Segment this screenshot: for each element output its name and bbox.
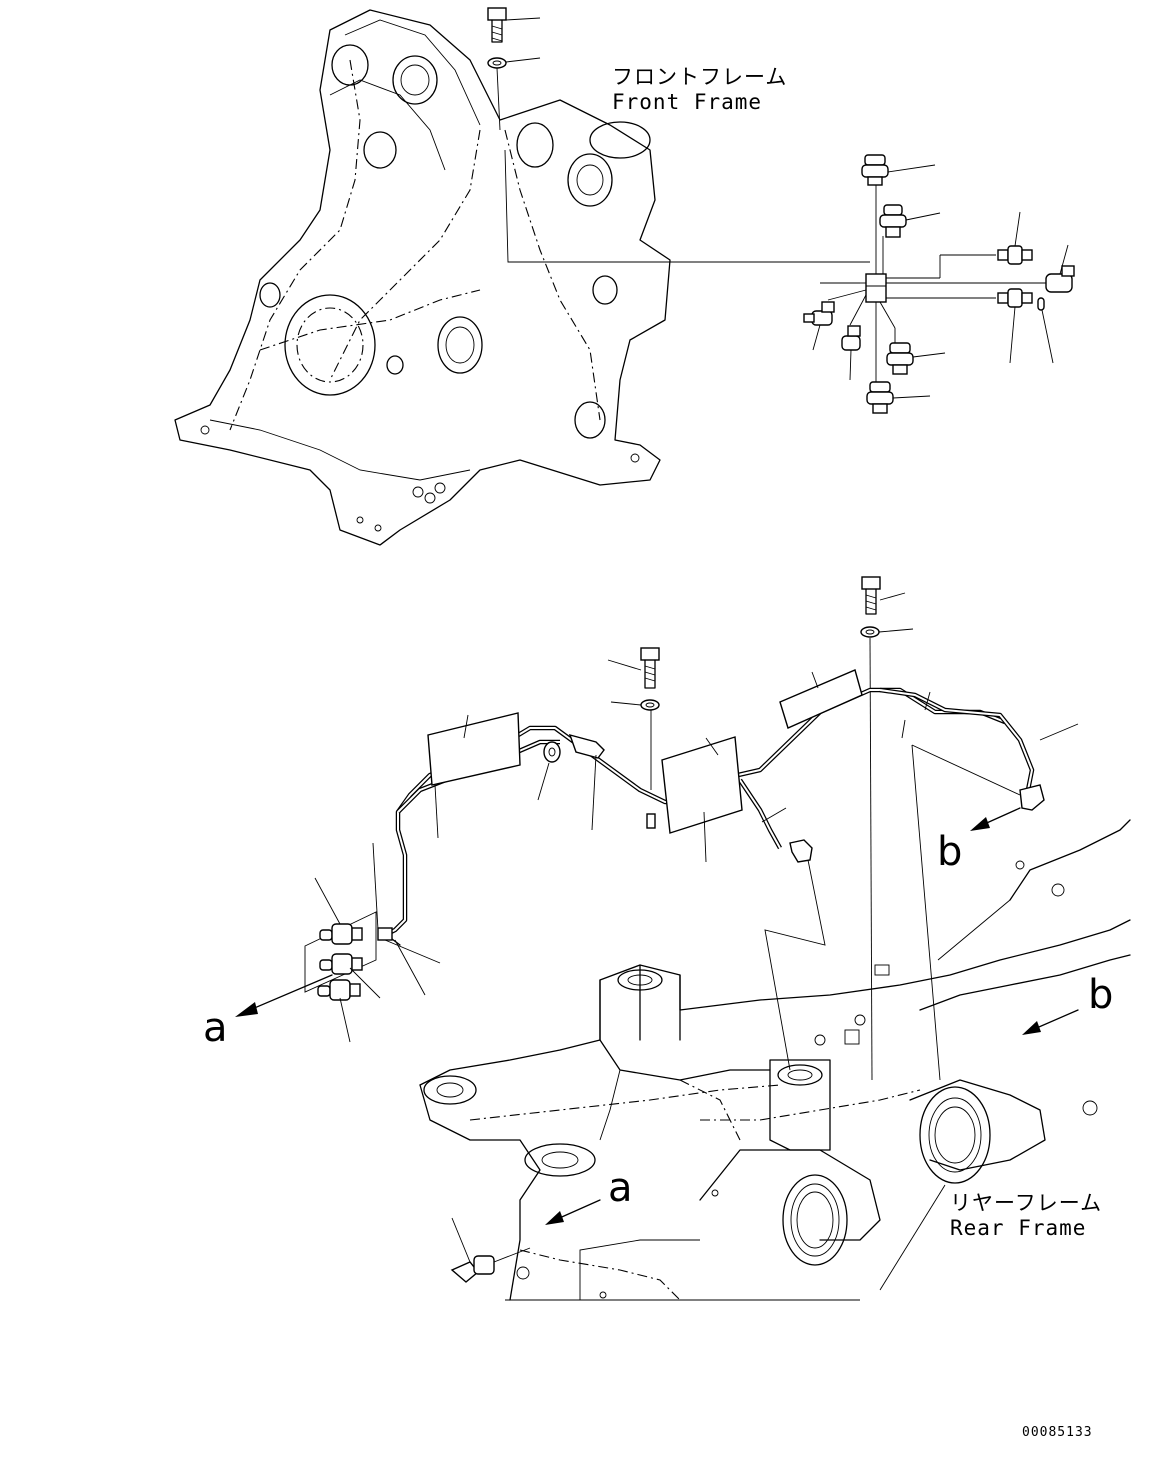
front-fitting-cluster (803, 154, 1075, 414)
view-arrow-a-left (235, 974, 333, 1017)
front-frame-label-jp: フロントフレーム (612, 65, 788, 89)
rear-frame-label-en: Rear Frame (950, 1216, 1087, 1240)
rear-frame-label-jp: リヤーフレーム (950, 1191, 1103, 1215)
front-bolt (487, 7, 541, 43)
left-fitting-group (304, 842, 441, 1043)
front-block-leader (504, 149, 870, 263)
view-marker-a-bottom: a (608, 1165, 633, 1211)
view-arrow-b-right (1022, 1009, 1079, 1035)
view-arrow-a-bottom (545, 1199, 601, 1225)
view-marker-b-top: b (937, 829, 963, 875)
front-washer (487, 57, 541, 131)
bottom-elbow-fitting (450, 1217, 531, 1283)
view-arrow-b-top (970, 807, 1021, 831)
front-frame-label-en: Front Frame (612, 90, 763, 114)
front-frame-body (174, 9, 671, 546)
view-marker-a-left: a (203, 1005, 228, 1051)
rear-leaders (764, 637, 1021, 1081)
rear-frame-leader (879, 1184, 946, 1291)
rear-frame-body (419, 819, 1131, 1301)
drawing-id: 00085133 (1022, 1425, 1093, 1440)
pipe-clamps (427, 669, 906, 863)
view-marker-b-right: b (1088, 972, 1114, 1018)
rear-hardware (537, 576, 1079, 863)
